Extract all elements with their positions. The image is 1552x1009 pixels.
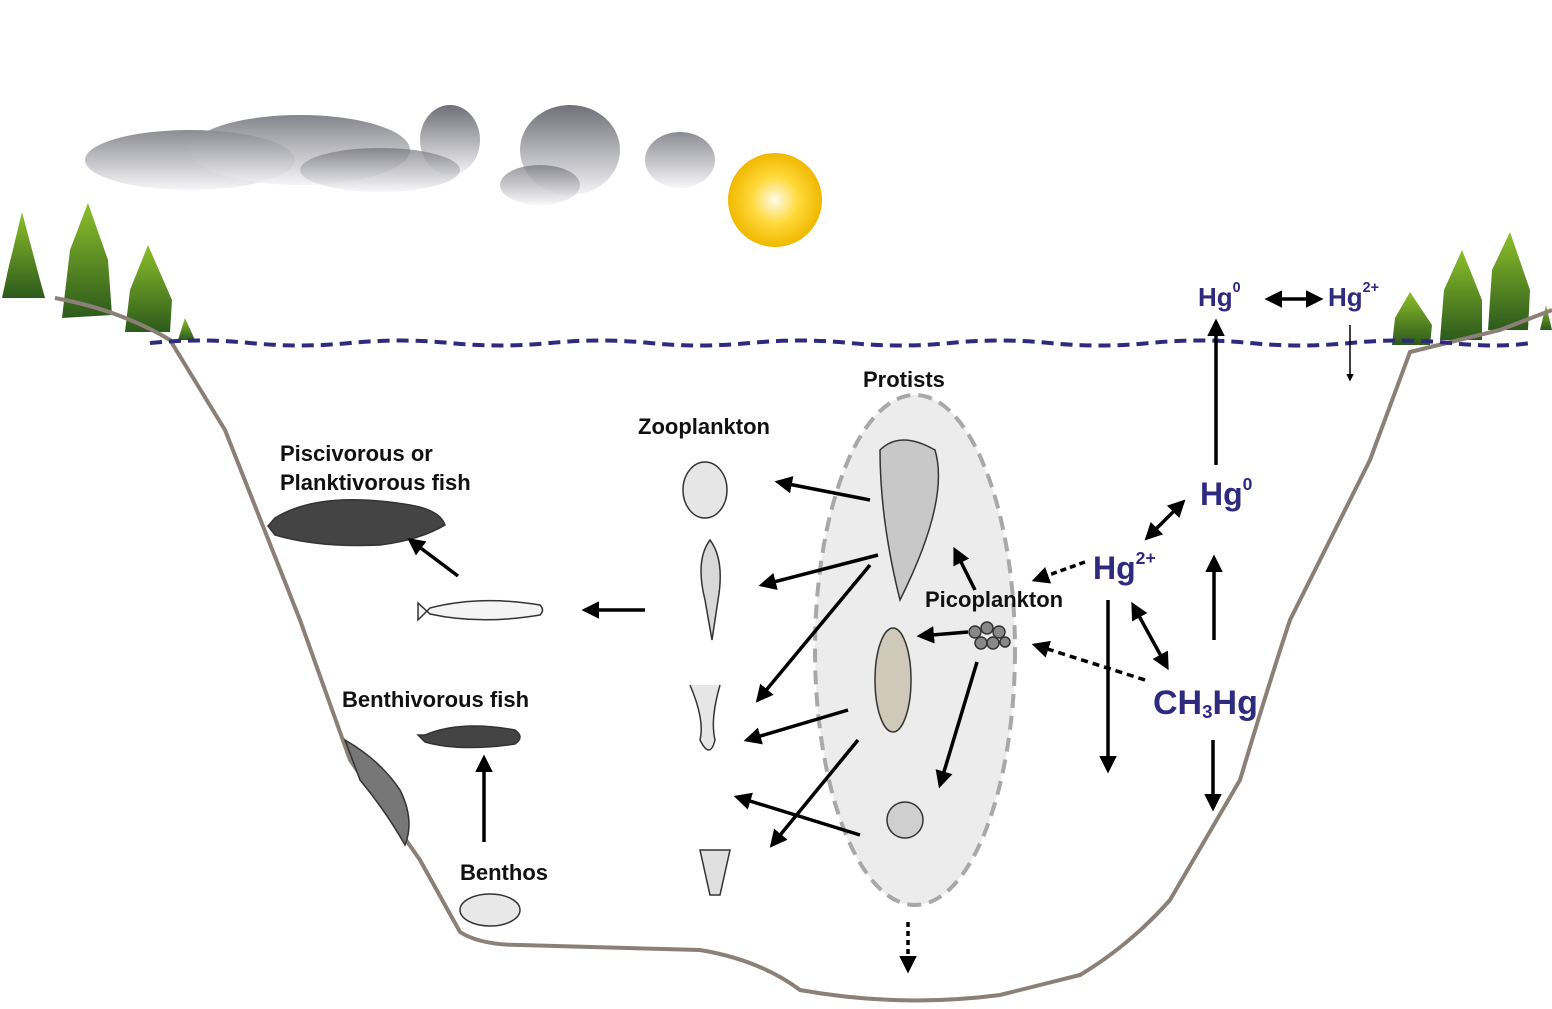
methylmercury: CH3Hg <box>1153 684 1258 723</box>
trees-right <box>1392 232 1552 345</box>
predatory-fish-icon <box>267 499 446 547</box>
mercury-arrows <box>1031 290 1354 812</box>
oxidation-state: 0 <box>1242 474 1253 494</box>
picoplankton-cells-icon <box>968 621 1011 650</box>
oxidation-state: 2+ <box>1135 548 1156 568</box>
rotifer-small-icon <box>699 849 731 896</box>
hg-symbol: Hg <box>1093 550 1136 586</box>
piscivorous-fish-label-line2: Planktivorous fish <box>280 470 471 495</box>
crayfish-icon <box>343 738 410 847</box>
ch-symbol: CH <box>1153 684 1203 722</box>
amoeba-icon <box>886 801 924 839</box>
hg0-water: Hg0 <box>1200 474 1253 513</box>
sun-icon <box>728 153 822 247</box>
trees-left <box>2 203 195 340</box>
hg2-atmosphere: Hg2+ <box>1328 280 1379 313</box>
lake-bed-outline <box>54 296 1552 1003</box>
protists-label: Protists <box>863 367 945 392</box>
hg-symbol: Hg <box>1198 282 1233 312</box>
oxidation-state: 2+ <box>1362 280 1379 296</box>
benthivorous-fish-label: Benthivorous fish <box>342 687 530 712</box>
benthivorous-fish-icon <box>416 725 521 749</box>
paramecium-icon <box>874 627 912 733</box>
amphipod-icon <box>459 893 521 927</box>
benthos-label: Benthos <box>460 860 548 885</box>
rotifer-icon <box>689 684 721 751</box>
protist-zone <box>813 393 1017 907</box>
clouds <box>85 105 715 205</box>
hg0-atmosphere: Hg0 <box>1198 280 1241 313</box>
water-surface-line <box>149 338 1531 348</box>
hg-symbol: Hg <box>1200 476 1243 512</box>
hg-symbol: Hg <box>1212 684 1258 722</box>
small-fish-icon <box>417 599 544 622</box>
oxidation-state: 0 <box>1232 280 1241 296</box>
subscript: 3 <box>1202 701 1213 722</box>
hg-symbol: Hg <box>1328 282 1363 312</box>
copepod-icon <box>700 538 721 641</box>
piscivorous-fish-label-line1: Piscivorous or <box>280 441 433 466</box>
food-web-arrows <box>407 476 979 974</box>
daphnia-icon <box>682 461 728 519</box>
hg2-water: Hg2+ <box>1093 548 1156 587</box>
organisms <box>267 439 1011 927</box>
zooplankton-label: Zooplankton <box>638 414 770 439</box>
picoplankton-label: Picoplankton <box>925 587 1064 612</box>
ciliate-protist-icon <box>879 439 940 603</box>
